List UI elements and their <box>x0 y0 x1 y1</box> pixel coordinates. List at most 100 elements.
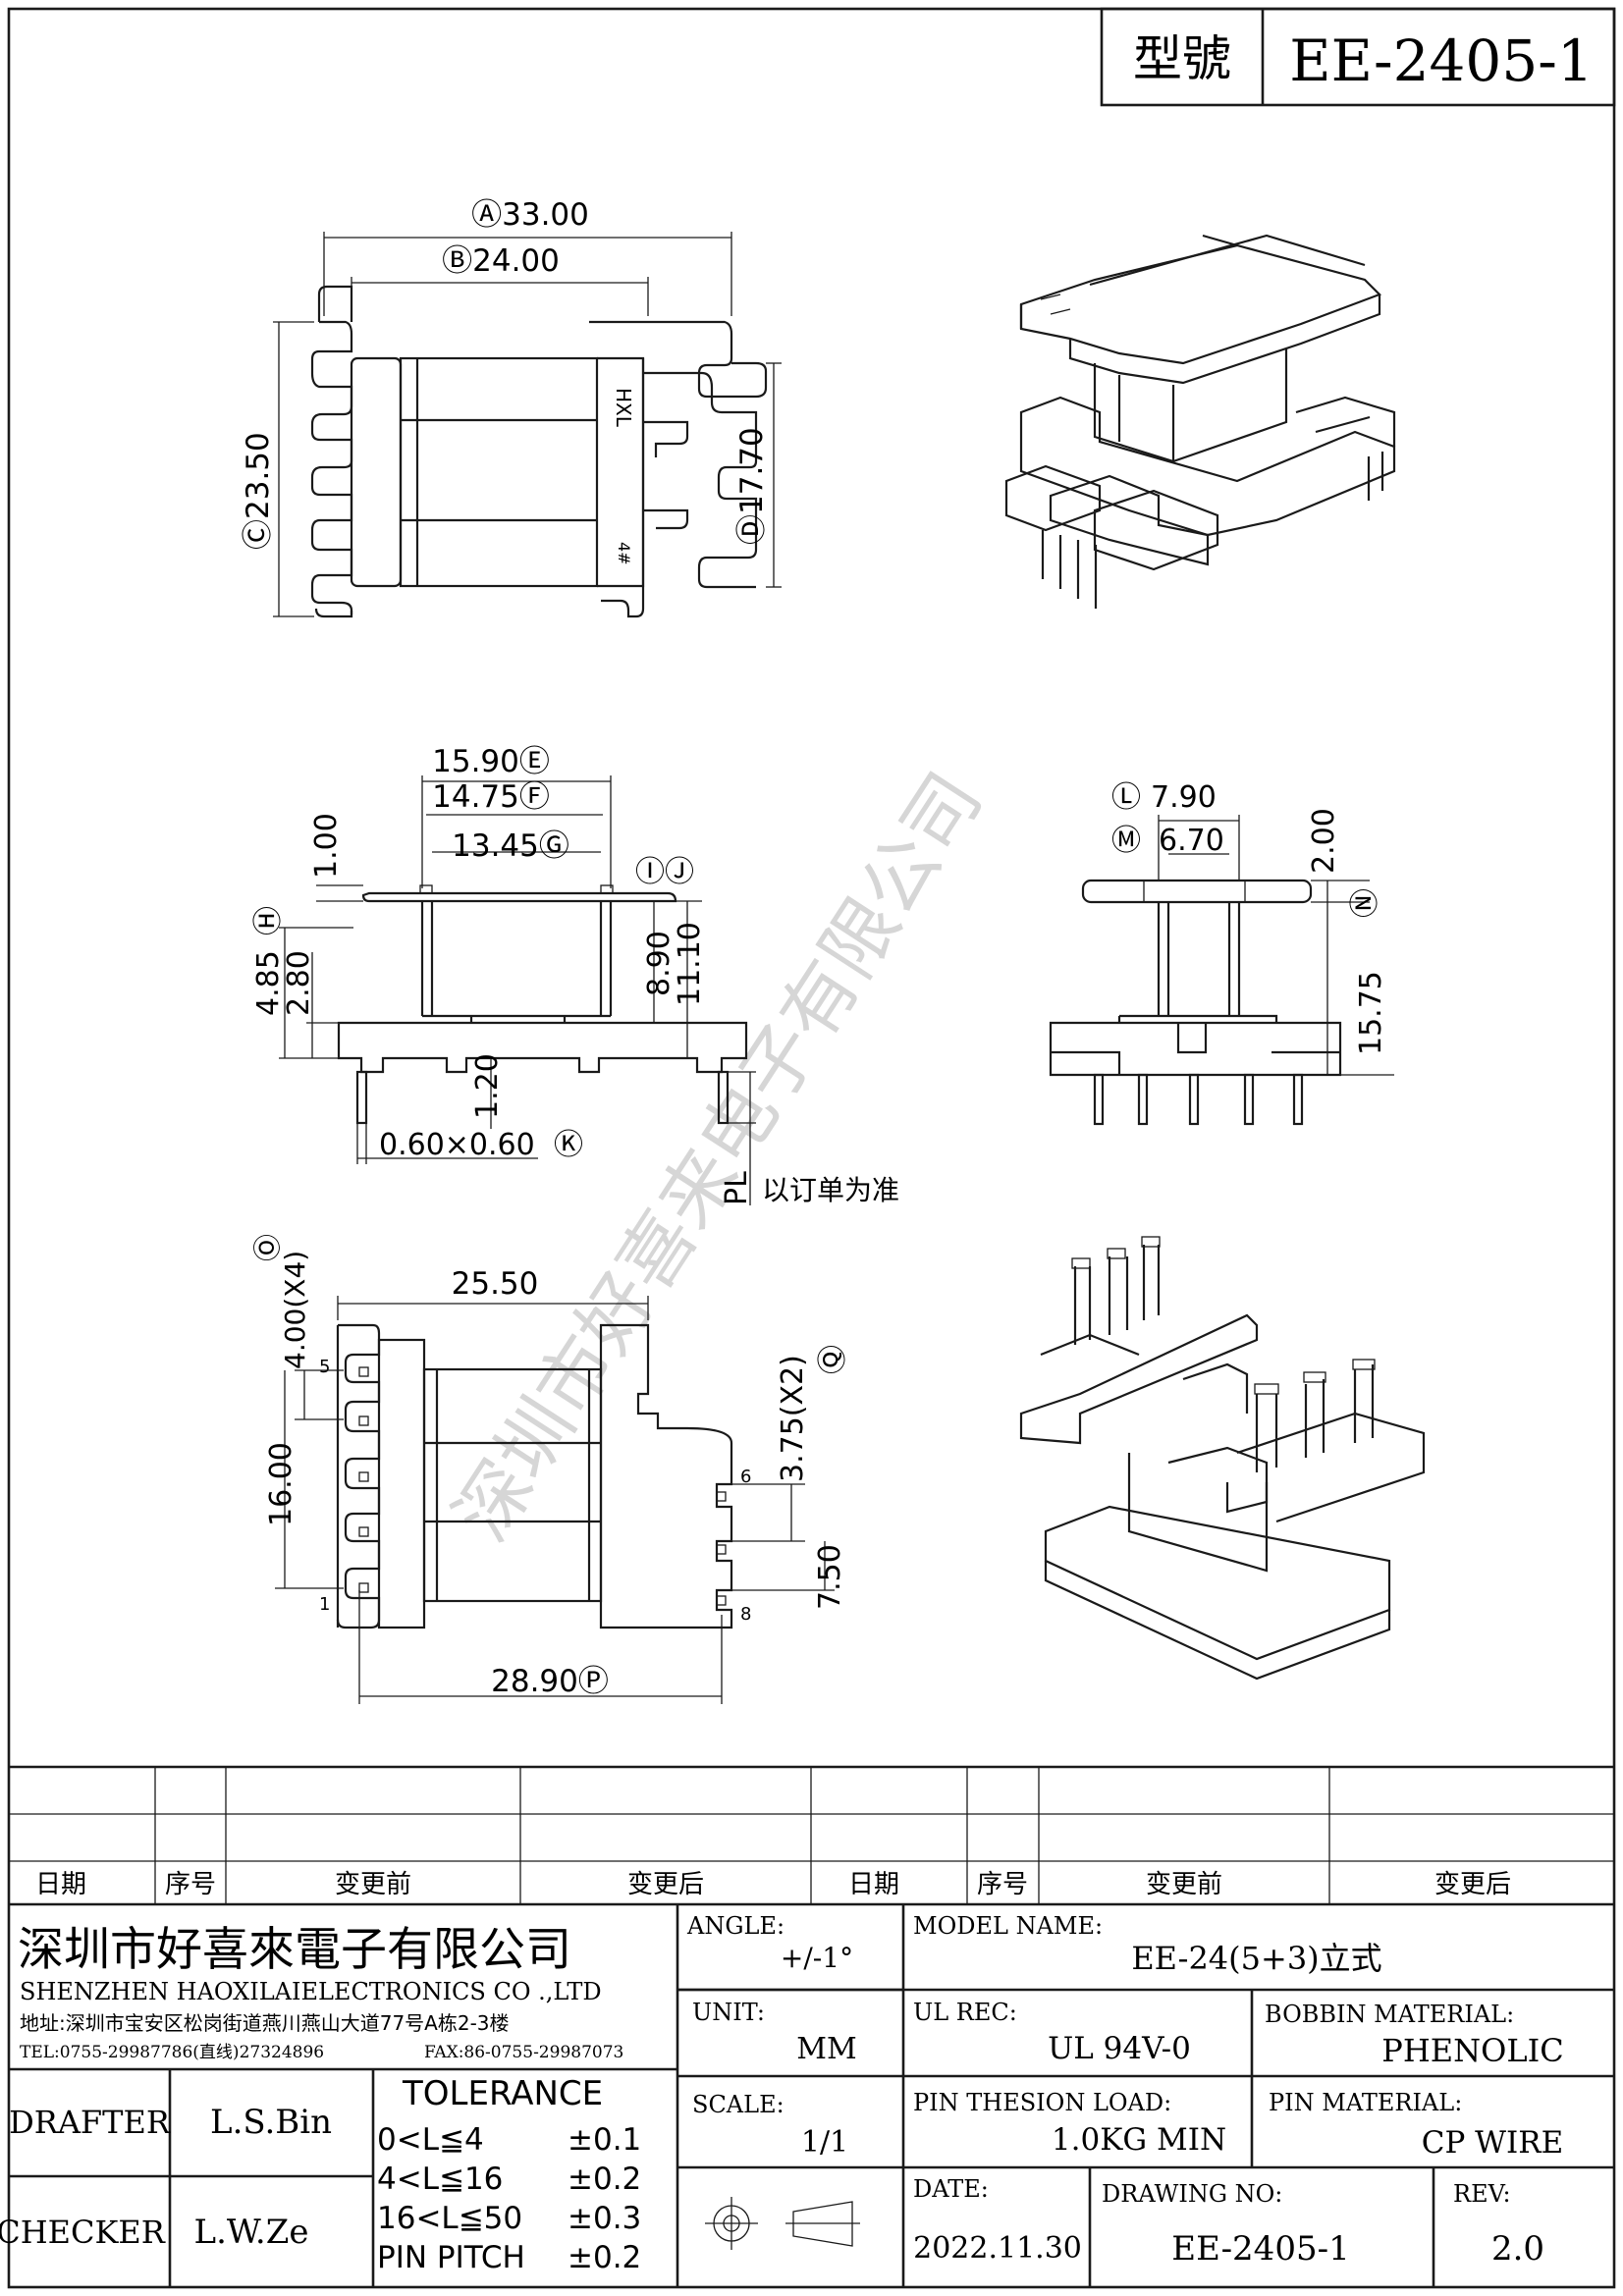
drawing-no-value: EE-2405-1 <box>1171 2229 1349 2269</box>
dim-k-label: 0.60×0.60 <box>379 1128 535 1162</box>
dim-790-label: 7.90 <box>1151 780 1217 815</box>
iso-pin-block-2 <box>1049 474 1210 566</box>
top-left-flange-outline <box>310 320 353 614</box>
rev-header-no-2: 序号 <box>977 1870 1028 1899</box>
bottom-view: 5 1 6 8 25.50 Ⓞ 4.00(X4) 16.00 3.75(X2) … <box>251 1234 850 1704</box>
isometric-view-bottom <box>1019 1236 1426 1681</box>
model-value: EE-2405-1 <box>1289 27 1593 94</box>
iso2-right-flange <box>1167 1446 1269 1514</box>
dim-ij-label: ⒾⒿ <box>635 855 694 889</box>
iso-tube <box>1093 348 1288 463</box>
dim-750-label: 7.50 <box>813 1544 847 1610</box>
iso2-base-side <box>1044 1561 1391 1681</box>
rev-header-date-1: 日期 <box>35 1870 86 1899</box>
side-view: Ⓛ 7.90 Ⓜ 6.70 2.00 Ⓝ 15.75 <box>1049 780 1394 1126</box>
unit-value: MM <box>796 2032 856 2066</box>
rev-value: 2.0 <box>1491 2229 1544 2269</box>
company-name-cn: 深圳市好喜來電子有限公司 <box>18 1923 571 1977</box>
iso-base-flange <box>1019 396 1396 537</box>
iso-top-flange-ridge <box>1089 234 1366 287</box>
revision-table: 日期 序号 变更前 变更后 日期 序号 变更前 变更后 <box>9 1765 1614 1906</box>
bottom-right-flange <box>599 1323 733 1629</box>
tolerance-value-1: ±0.1 <box>568 2122 641 2158</box>
checker-value: L.W.Ze <box>194 2213 309 2252</box>
pin-tension-value: 1.0KG MIN <box>1052 2122 1226 2158</box>
iso-right-pins <box>1295 396 1396 447</box>
top-view: HXL 4# Ⓐ33.00 Ⓑ24.00 Ⓒ23.50 Ⓓ17.70 <box>241 197 782 618</box>
top-right-flange-upper <box>589 320 768 399</box>
front-tube-bottom <box>422 1014 611 1023</box>
dim-1575-label: 15.75 <box>1354 971 1388 1055</box>
model-label: 型號 <box>1133 30 1231 87</box>
drawing-no-label: DRAWING NO: <box>1102 2180 1282 2208</box>
top-right-notch <box>643 420 689 457</box>
dim-q-circle: Ⓠ <box>816 1345 850 1374</box>
iso-pin-block-1 <box>1004 464 1102 532</box>
dim-100-label: 1.00 <box>309 813 344 879</box>
dim-670-label: 6.70 <box>1159 824 1224 858</box>
unit-label: UNIT: <box>692 1999 765 2026</box>
iso-marking <box>1040 294 1071 315</box>
rev-header-no-1: 序号 <box>165 1870 216 1899</box>
dim-120-label: 1.20 <box>470 1053 505 1119</box>
iso2-base <box>1044 1505 1391 1661</box>
drafter-value: L.S.Bin <box>210 2103 332 2142</box>
marking-hxl: HXL <box>612 388 635 428</box>
front-base <box>337 1021 748 1074</box>
iso2-pins-right <box>1255 1364 1375 1472</box>
scale-label: SCALE: <box>692 2091 784 2118</box>
angle-value: +/-1° <box>781 1942 853 1974</box>
dim-1110-label: 11.10 <box>673 922 707 1006</box>
dim-f-label: 14.75Ⓕ <box>432 779 550 815</box>
marking-4: 4# <box>615 542 633 565</box>
dim-b-label: Ⓑ24.00 <box>442 243 560 279</box>
dim-o-circle: Ⓞ <box>251 1234 284 1261</box>
model-name-label: MODEL NAME: <box>913 1912 1103 1940</box>
rev-header-after-1: 变更后 <box>627 1870 704 1899</box>
dim-p-label: 28.90Ⓟ <box>491 1664 609 1699</box>
pl-note: 以订单为准 <box>762 1174 899 1206</box>
dim-g-label: 13.45Ⓖ <box>452 828 569 864</box>
info-block: 深圳市好喜來電子有限公司 SHENZHEN HAOXILAIELECTRONIC… <box>0 1904 1614 2287</box>
tolerance-range-2: 4<L≦16 <box>377 2162 503 2197</box>
pin-5-label: 5 <box>319 1357 330 1377</box>
dim-1600-label: 16.00 <box>264 1442 298 1526</box>
dim-c-label: Ⓒ23.50 <box>241 432 276 550</box>
iso2-tube <box>1127 1453 1269 1573</box>
dim-m-circle: Ⓜ <box>1111 824 1141 858</box>
tolerance-value-4: ±0.2 <box>568 2240 641 2275</box>
pin-tension-label: PIN THESION LOAD: <box>913 2089 1171 2116</box>
projection-symbol <box>705 2197 860 2250</box>
dim-e-label: 15.90Ⓔ <box>432 744 550 779</box>
rev-header-before-1: 变更前 <box>335 1870 411 1899</box>
company-name-en: SHENZHEN HAOXILAIELECTRONICS CO .,LTD <box>20 1978 602 2005</box>
angle-label: ANGLE: <box>686 1912 784 1940</box>
iso-pin-legs <box>1041 452 1384 609</box>
side-base-details <box>1117 1014 1278 1054</box>
iso2-tube-top <box>1182 1362 1249 1414</box>
company-fax: FAX:86-0755-29987073 <box>424 2043 623 2062</box>
date-label: DATE: <box>913 2175 989 2203</box>
tolerance-range-4: PIN PITCH <box>377 2240 525 2275</box>
dim-n-circle: Ⓝ <box>1348 888 1382 918</box>
pin-6-label: 6 <box>740 1467 751 1487</box>
rev-label: REV: <box>1453 2180 1511 2208</box>
bobbin-material-value: PHENOLIC <box>1381 2032 1563 2069</box>
isometric-view-top <box>1004 234 1396 609</box>
company-tel: TEL:0755-29987786(直线)27324896 <box>20 2043 324 2062</box>
dim-485-label: 4.85 <box>251 950 286 1016</box>
dim-280-label: 2.80 <box>282 950 316 1016</box>
top-right-flange-lower <box>601 358 645 618</box>
sheet-border <box>7 7 1616 2289</box>
dim-d-label: Ⓓ17.70 <box>734 427 770 545</box>
drafter-label: DRAFTER <box>9 2104 171 2141</box>
dim-l-circle: Ⓛ <box>1111 780 1141 815</box>
dim-k-circle: Ⓚ <box>554 1128 583 1162</box>
bottom-left-pins <box>336 1323 381 1629</box>
pin-material-label: PIN MATERIAL: <box>1269 2089 1462 2116</box>
tolerance-range-1: 0<L≦4 <box>377 2122 484 2158</box>
pin-1-label: 1 <box>319 1594 330 1615</box>
front-top-flange <box>361 891 677 903</box>
dim-375-label: 3.75(X2) <box>776 1355 810 1482</box>
